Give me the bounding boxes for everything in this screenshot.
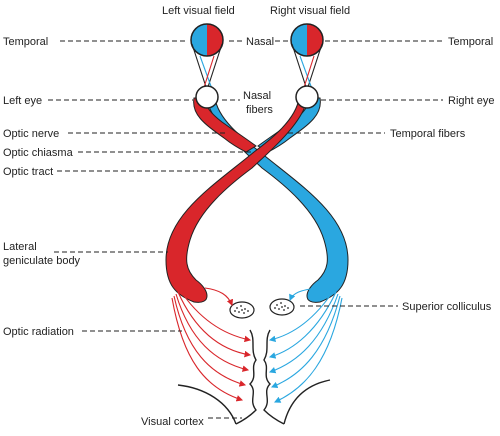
optic-radiation-label: Optic radiation (3, 326, 74, 338)
lateral-geniculate-label-line1: Lateral (3, 241, 37, 253)
optic-nerve-label: Optic nerve (3, 128, 59, 140)
nasal-label: Nasal (246, 36, 274, 48)
visual-cortex-label: Visual cortex (141, 416, 204, 428)
temporal-fibers-label: Temporal fibers (390, 128, 466, 140)
superior-colliculus-left (229, 301, 255, 319)
red-pathway (165, 97, 308, 303)
red-left-eye-branch (193, 97, 257, 153)
superior-colliculus-label: Superior colliculus (402, 301, 492, 313)
temporal-left-label: Temporal (3, 36, 48, 48)
right-eye-ball (295, 85, 319, 109)
superior-colliculus-right (269, 298, 295, 316)
right-visual-field-circle (290, 23, 324, 57)
optic-tract-label: Optic tract (3, 166, 53, 178)
nasal-fibers-label-line2: fibers (246, 104, 273, 116)
left-visual-field-circle (190, 23, 224, 57)
left-eye-ball (195, 85, 219, 109)
temporal-right-label: Temporal (448, 36, 493, 48)
right-eye-label: Right eye (448, 95, 494, 107)
lateral-geniculate-label-line2: geniculate body (3, 255, 81, 267)
optic-chiasma-label: Optic chiasma (3, 147, 74, 159)
visual-cortex-outline (177, 329, 331, 425)
left-visual-field-label: Left visual field (162, 5, 235, 17)
right-visual-field-label: Right visual field (270, 5, 350, 17)
red-optic-radiation (171, 287, 252, 402)
blue-optic-radiation (268, 287, 343, 403)
nasal-fibers-label-line1: Nasal (243, 90, 271, 102)
leader-lines (48, 40, 444, 419)
left-eye-label: Left eye (3, 95, 42, 107)
